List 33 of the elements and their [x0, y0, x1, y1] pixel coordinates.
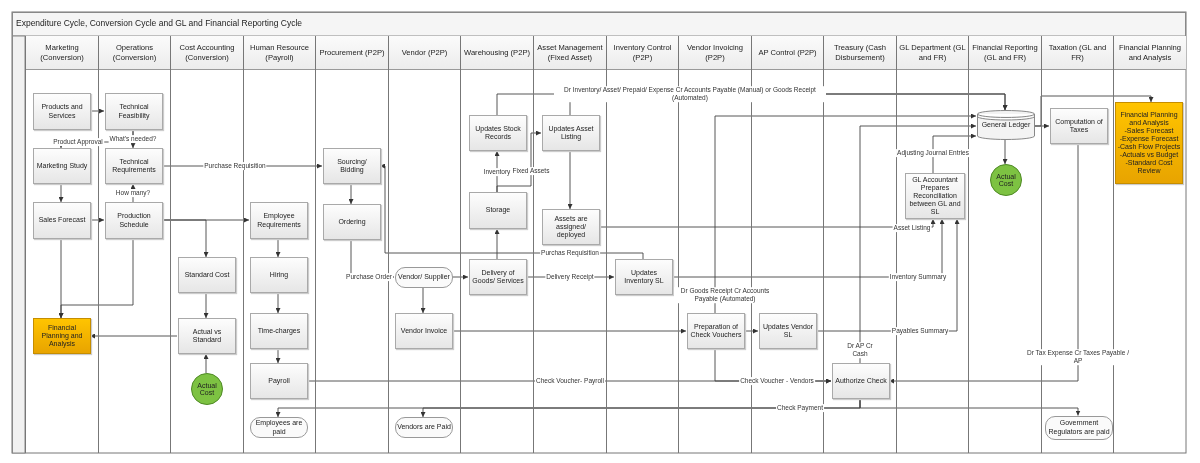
process-box: [105, 93, 163, 130]
process-box: [542, 209, 600, 245]
process-box: [542, 115, 600, 151]
process-box: [250, 363, 308, 399]
terminator: [395, 266, 453, 288]
process-box: [395, 313, 453, 349]
status-circle: [990, 164, 1022, 196]
highlight-box: [1115, 102, 1183, 184]
process-box: [832, 363, 890, 399]
terminator: [395, 417, 453, 438]
diagram-title: Expenditure Cycle, Conversion Cycle and GL and Financial Reporting Cycle: [16, 18, 302, 28]
process-box: [33, 148, 91, 184]
process-box: [469, 192, 527, 229]
process-box: [469, 259, 527, 295]
process-box: [469, 115, 527, 151]
process-box: [178, 257, 236, 293]
process-box: [687, 313, 745, 349]
process-box: [323, 204, 381, 240]
process-box: [759, 313, 817, 349]
highlight-box: [33, 318, 91, 354]
status-circle: [191, 373, 223, 405]
process-box: [178, 318, 236, 354]
process-box: [33, 93, 91, 130]
process-box: [323, 148, 381, 184]
database-cylinder: [977, 110, 1035, 140]
process-box: [33, 202, 91, 239]
process-box: [615, 259, 673, 295]
process-box: [105, 148, 163, 184]
process-box: [1050, 108, 1108, 144]
process-box: [250, 202, 308, 239]
process-box: [250, 257, 308, 293]
process-box: [105, 202, 163, 239]
process-box: [250, 313, 308, 349]
